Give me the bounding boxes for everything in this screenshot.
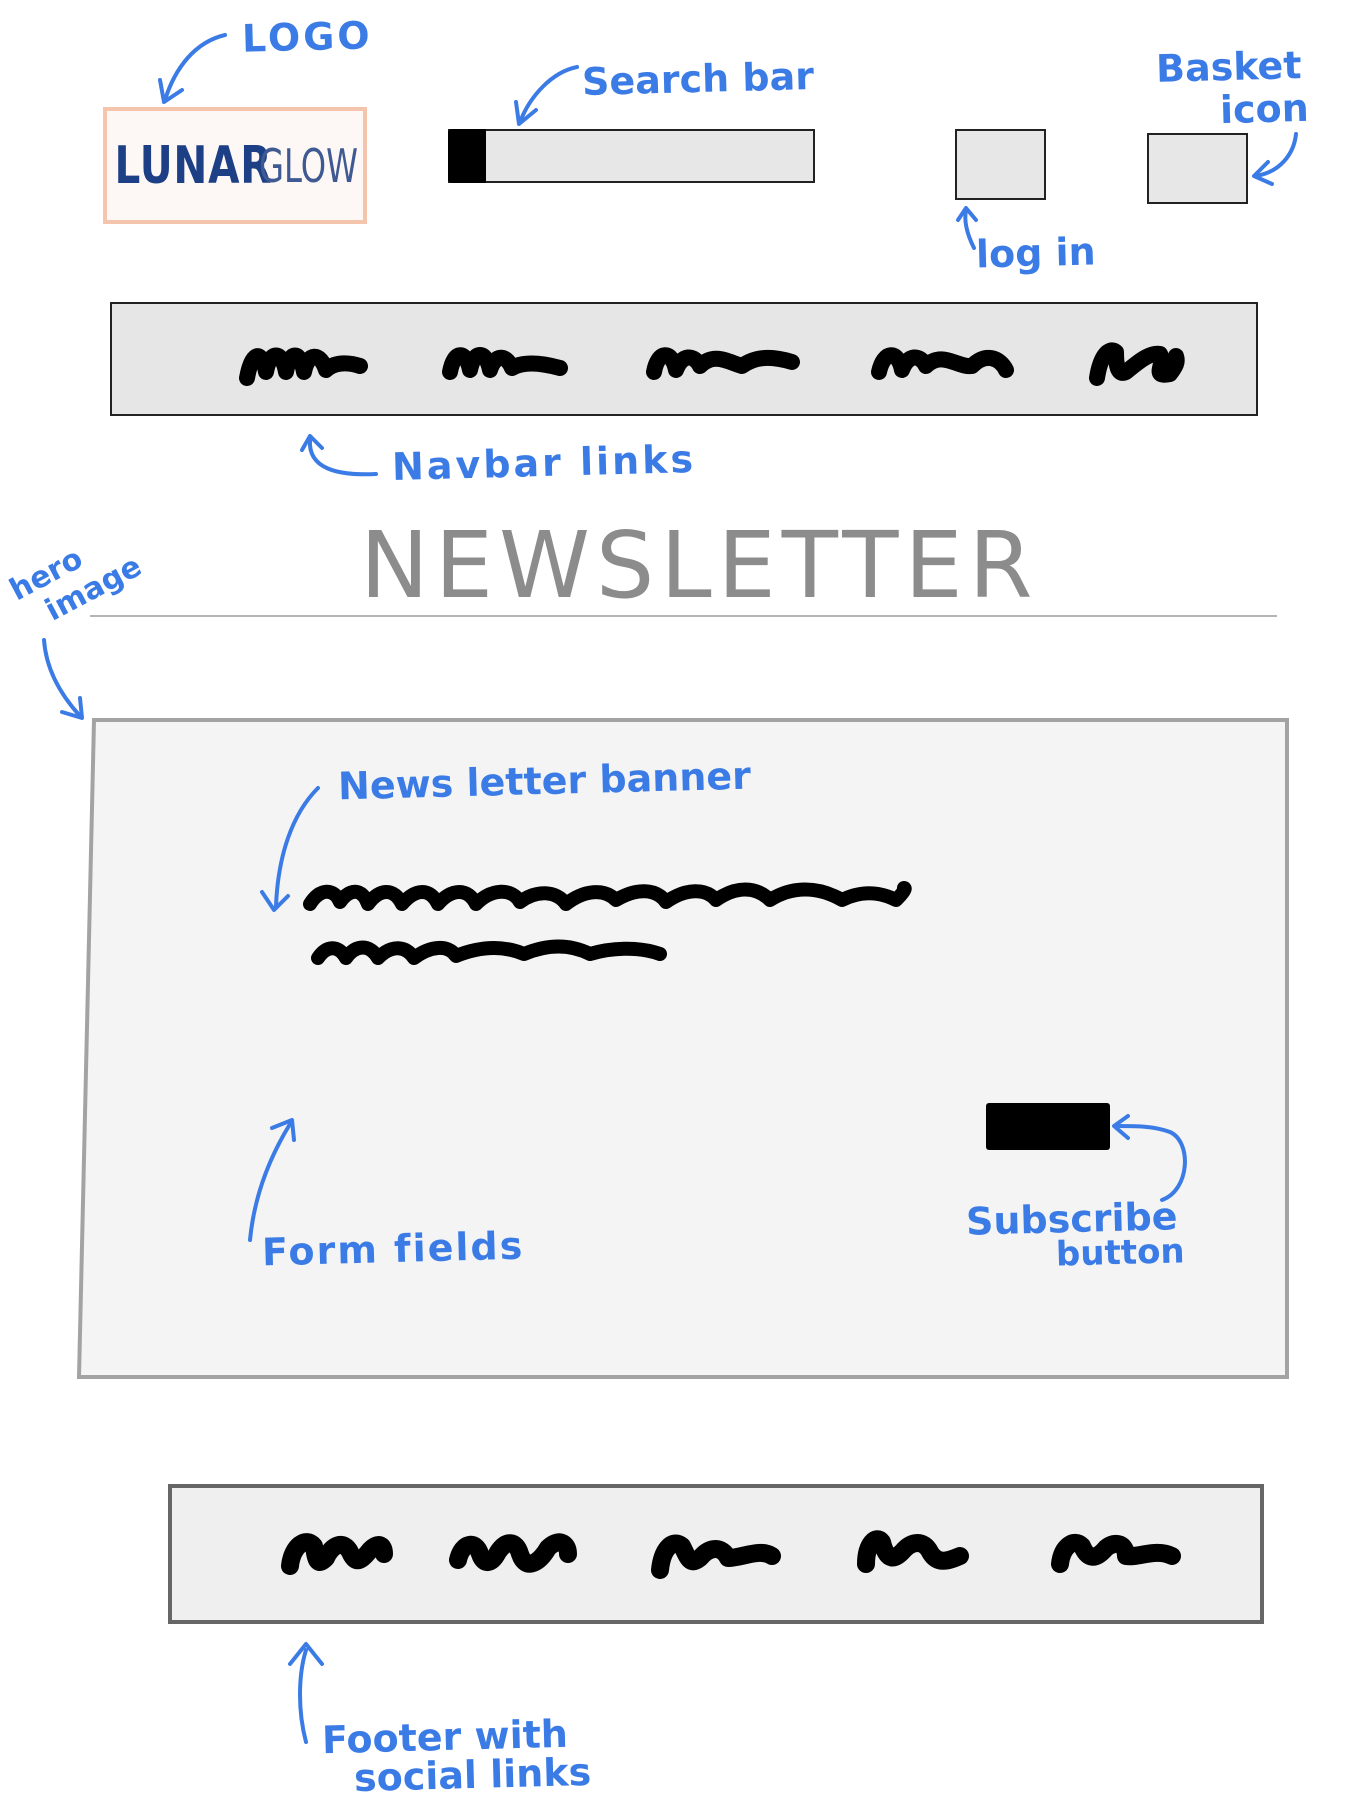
arrow-icon xyxy=(1254,132,1298,178)
banner-subheading xyxy=(311,939,667,965)
arrow-icon xyxy=(158,78,184,104)
logo-word-lunar: LUNAR xyxy=(114,135,273,196)
nav-link-3[interactable] xyxy=(646,347,800,380)
arrow-icon xyxy=(42,638,82,718)
arrow-icon xyxy=(274,786,320,908)
annotation-basket-line1: Basket xyxy=(1155,43,1302,91)
arrow-icon xyxy=(518,65,579,124)
title-divider xyxy=(90,615,1277,617)
arrow-icon xyxy=(1112,1114,1130,1140)
logo-word-glow: GLOW xyxy=(258,138,358,193)
annotation-footer-line2: social links xyxy=(353,1749,592,1801)
arrow-icon xyxy=(163,33,227,102)
hero-image xyxy=(76,718,1289,1379)
basket-icon[interactable] xyxy=(1147,133,1248,204)
nav-link-5[interactable] xyxy=(1089,342,1185,386)
nav-link-2[interactable] xyxy=(442,347,568,380)
arrow-icon xyxy=(1114,1124,1187,1202)
arrow-icon xyxy=(298,1648,308,1744)
nav-link-1[interactable] xyxy=(239,347,368,386)
arrow-icon xyxy=(956,206,978,222)
arrow-icon xyxy=(248,1122,292,1242)
annotation-newsletter-banner: News letter banner xyxy=(337,753,752,809)
social-link-5[interactable] xyxy=(1051,1534,1181,1573)
annotation-navbar-links: Navbar links xyxy=(391,437,697,489)
arrow-icon xyxy=(514,100,538,126)
annotation-subscribe-line2: button xyxy=(1055,1231,1186,1275)
arrow-icon xyxy=(963,208,976,250)
social-link-4[interactable] xyxy=(857,1530,969,1573)
login-button[interactable] xyxy=(955,129,1046,200)
annotation-form-fields: Form fields xyxy=(261,1223,525,1275)
banner-heading xyxy=(303,881,912,911)
arrow-icon xyxy=(270,1118,296,1142)
nav-link-4[interactable] xyxy=(871,347,1014,380)
logo[interactable]: LUNAR GLOW xyxy=(103,107,367,224)
annotation-search-bar: Search bar xyxy=(581,53,815,105)
search-icon[interactable] xyxy=(448,129,486,183)
social-link-2[interactable] xyxy=(449,1533,577,1573)
arrow-icon xyxy=(260,890,290,912)
subscribe-button[interactable] xyxy=(986,1103,1110,1150)
annotation-login: log in xyxy=(975,229,1097,277)
arrow-icon xyxy=(307,438,378,477)
search-bar[interactable] xyxy=(448,129,815,183)
social-link-1[interactable] xyxy=(281,1533,393,1575)
arrow-icon xyxy=(288,1642,324,1666)
social-link-3[interactable] xyxy=(651,1534,781,1579)
arrow-icon xyxy=(60,696,84,720)
arrow-icon xyxy=(1252,160,1274,186)
page-title: NEWSLETTER xyxy=(360,512,1039,619)
arrow-icon xyxy=(300,434,324,452)
annotation-basket-line2: icon xyxy=(1219,85,1310,133)
annotation-logo: LOGO xyxy=(241,13,374,61)
